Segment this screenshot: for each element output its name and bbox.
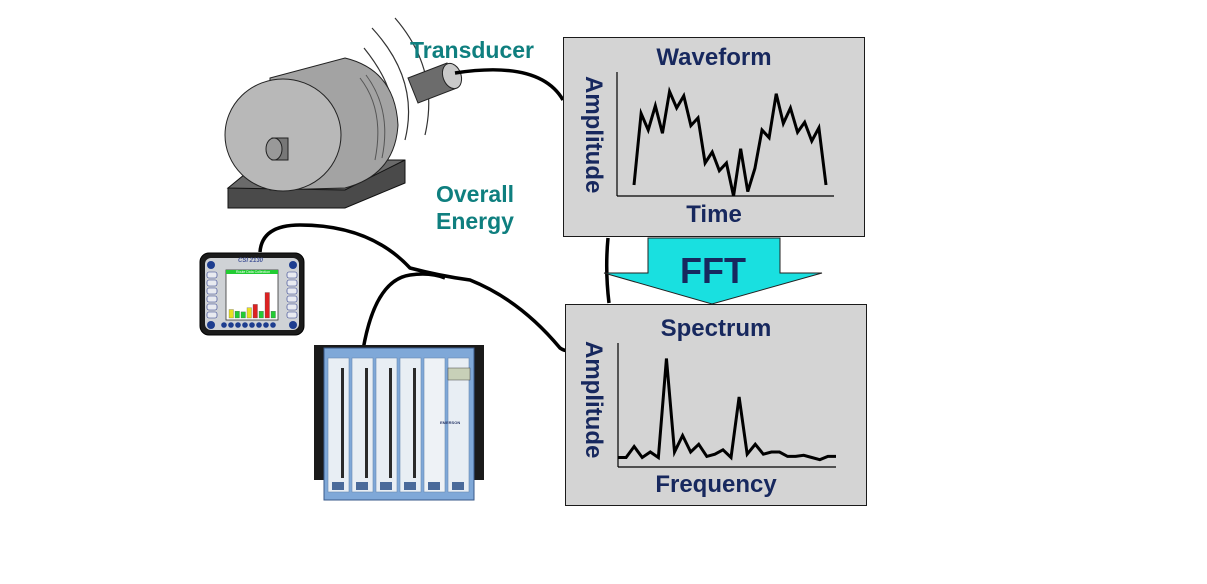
overall-energy-label-line2: Energy — [436, 208, 514, 234]
handheld-nav-key — [270, 322, 276, 328]
handheld-nav-key — [249, 322, 255, 328]
motor-machine — [224, 57, 399, 192]
overall-energy-label-line1: Overall — [436, 181, 514, 207]
panel-link-cable — [604, 237, 611, 304]
handheld-fkey-f2 — [206, 279, 218, 287]
handheld-bar — [270, 311, 276, 319]
rack-cable — [361, 272, 446, 351]
handheld-bar — [240, 311, 246, 319]
handheld-bar — [258, 311, 264, 319]
handheld-nav-key — [221, 322, 227, 328]
handheld-fkey-f4 — [206, 295, 218, 303]
handheld-fkey-f6 — [206, 311, 218, 319]
handheld-screen — [225, 269, 279, 321]
rack-card — [423, 357, 446, 493]
spectrum-title: Spectrum — [660, 315, 772, 342]
handheld-nav-key — [228, 322, 234, 328]
fft-arrow — [603, 237, 823, 305]
handheld-bar — [246, 307, 252, 319]
rack-monitor-system — [314, 345, 484, 501]
rack-card-foot — [332, 482, 344, 490]
rack-card — [399, 357, 422, 493]
rack-card-connector — [389, 368, 392, 478]
spectrum-x-axis-label: Frequency — [655, 471, 777, 498]
rack-card — [351, 357, 374, 493]
handheld-fkey-f7 — [286, 271, 298, 279]
transducer-label: Transducer — [410, 37, 534, 63]
handheld-bar — [264, 292, 270, 319]
rack-card-foot — [380, 482, 392, 490]
handheld-fkey-f10 — [286, 295, 298, 303]
handheld-cable — [258, 223, 571, 353]
rack-card-connector — [341, 368, 344, 478]
fft-label: FFT — [680, 250, 746, 291]
handheld-fkey-f11 — [286, 303, 298, 311]
handheld-bar — [234, 311, 240, 319]
rack-brand: EMERSON — [440, 420, 461, 425]
handheld-bar — [252, 304, 258, 319]
handheld-nav-key — [235, 322, 241, 328]
rack-card-foot — [428, 482, 440, 490]
waveform-panel: Waveform Amplitude Time — [563, 37, 865, 237]
waveform-x-axis-label: Time — [686, 201, 742, 228]
handheld-nav-key — [263, 322, 269, 328]
rack-card-foot — [404, 482, 416, 490]
rack-card-foot — [452, 482, 464, 490]
handheld-nav-key — [256, 322, 262, 328]
spectrum-panel: Spectrum Amplitude Frequency — [565, 304, 867, 506]
spectrum-chart — [617, 343, 836, 468]
rack-card-foot — [356, 482, 368, 490]
spectrum-series-line — [618, 358, 836, 462]
handheld-fkey-f1 — [206, 271, 218, 279]
waveform-series-line — [632, 86, 828, 197]
handheld-fkey-f9 — [286, 287, 298, 295]
handheld-fkey-f5 — [206, 303, 218, 311]
handheld-bar — [228, 309, 234, 319]
waveform-chart — [616, 72, 834, 197]
handheld-fkey-f12 — [286, 311, 298, 319]
rack-card — [375, 357, 398, 493]
handheld-nav-key — [242, 322, 248, 328]
transducer-sensor — [407, 62, 463, 104]
transducer-cable — [454, 68, 565, 101]
handheld-fkey-f8 — [286, 279, 298, 287]
rack-card — [327, 357, 350, 493]
handheld-brand: CSI 2130 — [238, 258, 264, 264]
waveform-title: Waveform — [656, 44, 772, 71]
rack-card-connector — [365, 368, 368, 478]
rack-display — [447, 367, 471, 381]
rack-card — [447, 357, 470, 493]
rack-card-connector — [413, 368, 416, 478]
handheld-analyzer — [199, 252, 305, 336]
vibration-arc-1 — [371, 27, 410, 141]
handheld-screen-title: Route Data Collection — [235, 270, 271, 274]
handheld-fkey-f3 — [206, 287, 218, 295]
